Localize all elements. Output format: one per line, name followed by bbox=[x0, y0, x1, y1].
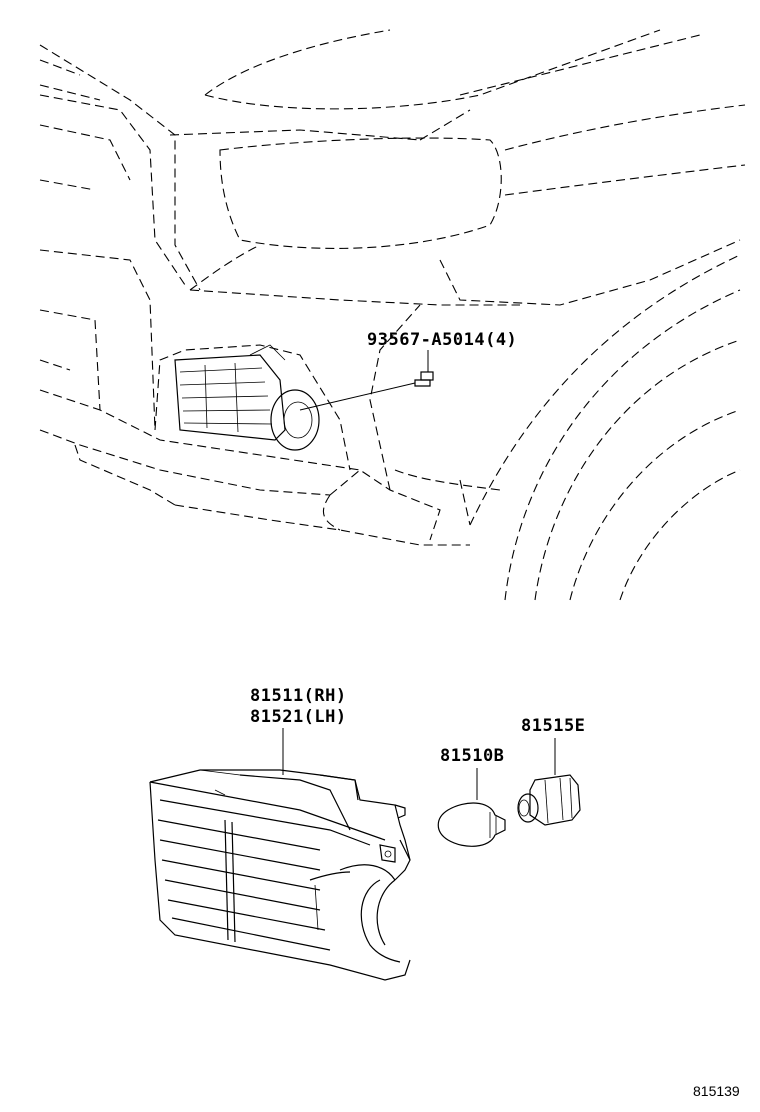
socket-part-number: 81515E bbox=[521, 716, 586, 736]
figure-number: 815139 bbox=[693, 1083, 740, 1099]
bulb-part bbox=[437, 768, 506, 847]
vehicle-front-outline bbox=[39, 29, 746, 601]
screw-part bbox=[299, 350, 434, 411]
fog-lamp-assembly bbox=[149, 728, 411, 981]
socket-part bbox=[517, 738, 581, 826]
lamp-rh-part-number: 81511(RH) bbox=[250, 686, 347, 706]
screw-part-number: 93567-A5014(4) bbox=[367, 330, 518, 350]
fog-lamp-installed bbox=[174, 344, 320, 451]
lamp-lh-part-number: 81521(LH) bbox=[250, 707, 347, 727]
bulb-part-number: 81510B bbox=[440, 746, 505, 766]
